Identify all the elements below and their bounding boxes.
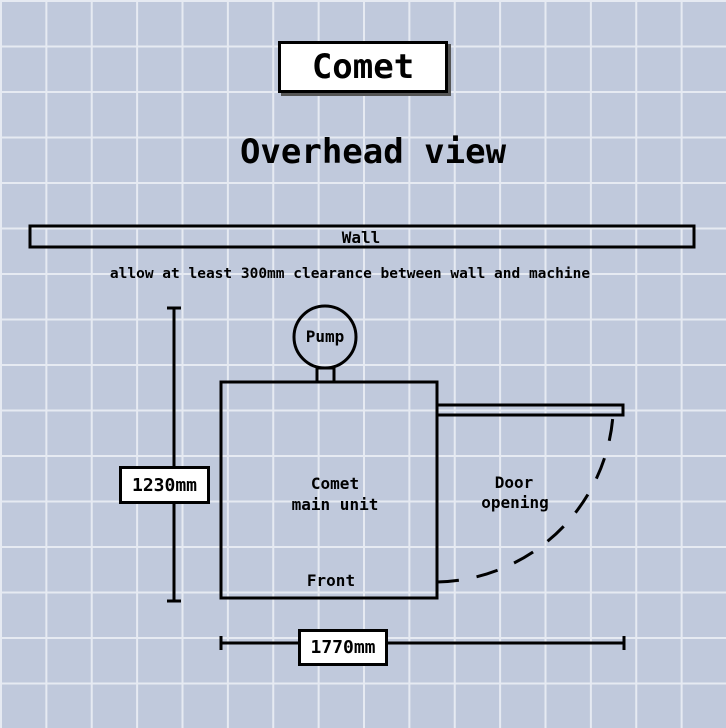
pump-label: Pump [306,327,345,346]
subtitle: Overhead view [239,132,507,172]
wall [28,224,696,249]
width-dimension-label: 1770mm [298,629,388,666]
door-label-line2: opening [481,493,548,512]
wall-label: Wall [342,228,381,247]
door-panel [435,403,625,417]
pump-connector [315,366,336,384]
main-unit-label-line2: main unit [292,495,379,514]
door-label-line1: Door [495,473,534,492]
title-box: Comet [278,41,448,93]
door-swing-arc [436,414,615,584]
title: Comet [311,47,415,87]
depth-dimension-value: 1230mm [131,474,198,496]
front-label: Front [307,571,355,590]
clearance-note: allow at least 300mm clearance between w… [110,266,590,282]
main-unit-label-line1: Comet [311,474,359,493]
main-unit [219,380,439,600]
depth-dimension-label: 1230mm [119,466,210,504]
width-dimension-value: 1770mm [310,637,376,658]
